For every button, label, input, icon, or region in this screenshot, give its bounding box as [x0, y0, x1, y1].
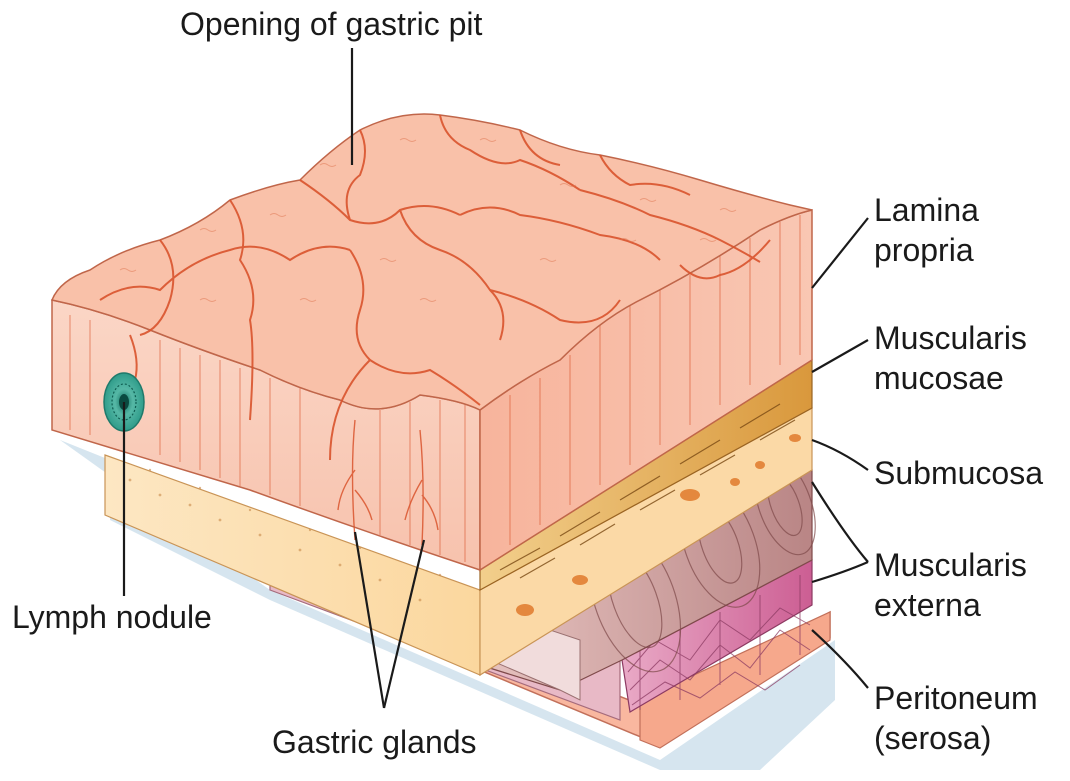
leader-lamina-propria: [812, 218, 868, 288]
leader-muscularis-externa-a: [812, 482, 868, 562]
label-muscularis-externa: Muscularis externa: [874, 545, 1027, 625]
label-opening-of-gastric-pit: Opening of gastric pit: [180, 4, 482, 44]
label-submucosa: Submucosa: [874, 453, 1043, 493]
label-muscularis-mucosae: Muscularis mucosae: [874, 318, 1027, 398]
leader-muscularis-mucosae: [812, 340, 868, 372]
label-gastric-glands: Gastric glands: [272, 722, 477, 762]
label-lamina-propria: Lamina propria: [874, 190, 979, 270]
leader-submucosa: [812, 440, 868, 470]
leader-muscularis-externa-b: [812, 562, 868, 582]
label-peritoneum-serosa: Peritoneum (serosa): [874, 678, 1038, 758]
label-lymph-nodule: Lymph nodule: [12, 597, 212, 637]
